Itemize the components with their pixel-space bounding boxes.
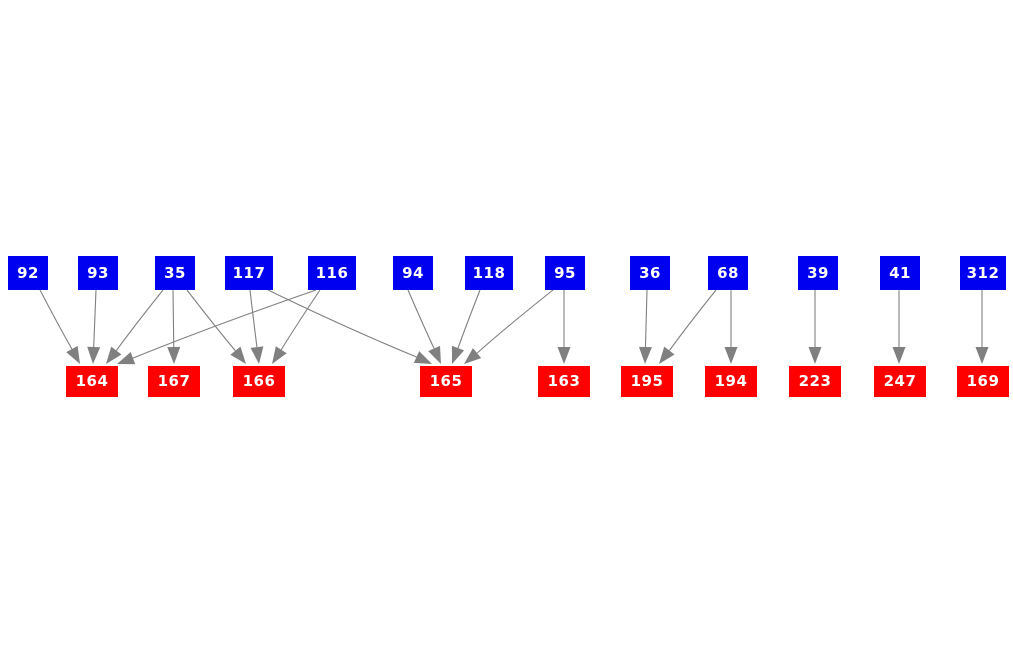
node-label: 35 xyxy=(164,263,186,282)
arrowhead-n36-to-t195 xyxy=(638,346,652,364)
target-node-223[interactable]: 223 xyxy=(789,366,841,397)
source-node-93[interactable]: 93 xyxy=(78,256,118,290)
edge-n35-to-t164 xyxy=(115,289,164,351)
edge-n117-to-t166 xyxy=(249,289,258,348)
arrowhead-n117-to-t166 xyxy=(250,346,264,364)
arrowhead-n35-to-t166 xyxy=(230,346,246,364)
arrowhead-n95-to-t163 xyxy=(557,347,571,364)
node-label: 116 xyxy=(315,263,349,282)
arrowhead-n118-to-t165 xyxy=(451,345,465,364)
arrowhead-n41-to-t247 xyxy=(892,347,906,364)
node-label: 194 xyxy=(714,372,748,390)
edge-n35-to-t166 xyxy=(186,289,236,352)
edge-n116-to-t166 xyxy=(280,289,321,351)
edge-n117-to-t165 xyxy=(267,289,417,358)
source-node-92[interactable]: 92 xyxy=(8,256,48,290)
arrowhead-n68-to-t194 xyxy=(724,347,738,364)
node-label: 164 xyxy=(75,372,109,390)
node-label: 39 xyxy=(807,263,829,282)
source-node-312[interactable]: 312 xyxy=(960,256,1006,290)
arrowhead-n93-to-t164 xyxy=(87,346,101,364)
source-node-39[interactable]: 39 xyxy=(798,256,838,290)
edge-n118-to-t165 xyxy=(457,289,481,349)
arrowhead-n92-to-t164 xyxy=(66,345,80,364)
node-label: 169 xyxy=(966,372,1000,390)
edge-n94-to-t165 xyxy=(407,289,435,349)
source-node-36[interactable]: 36 xyxy=(630,256,670,290)
target-node-247[interactable]: 247 xyxy=(874,366,926,397)
node-label: 166 xyxy=(242,372,276,390)
source-node-117[interactable]: 117 xyxy=(225,256,273,290)
target-node-195[interactable]: 195 xyxy=(621,366,673,397)
arrowhead-n116-to-t166 xyxy=(272,346,287,364)
arrowhead-n94-to-t165 xyxy=(428,345,441,364)
edge-n116-to-t164 xyxy=(132,289,317,359)
node-label: 92 xyxy=(17,263,39,282)
node-label: 36 xyxy=(639,263,661,282)
arrowhead-n116-to-t164 xyxy=(117,351,136,365)
node-label: 118 xyxy=(472,263,506,282)
arrowhead-n68-to-t195 xyxy=(659,346,675,364)
target-node-165[interactable]: 165 xyxy=(420,366,472,397)
node-label: 117 xyxy=(232,263,266,282)
target-node-169[interactable]: 169 xyxy=(957,366,1009,397)
node-label: 223 xyxy=(798,372,832,390)
source-node-95[interactable]: 95 xyxy=(545,256,585,290)
node-label: 165 xyxy=(429,372,463,390)
arrowhead-n39-to-t223 xyxy=(808,347,822,364)
arrowhead-n95-to-t165 xyxy=(464,348,482,364)
node-label: 41 xyxy=(889,263,911,282)
arrowhead-n35-to-t164 xyxy=(106,346,122,364)
target-node-164[interactable]: 164 xyxy=(66,366,118,397)
edge-n68-to-t195 xyxy=(668,289,717,351)
source-node-41[interactable]: 41 xyxy=(880,256,920,290)
target-node-166[interactable]: 166 xyxy=(233,366,285,397)
node-label: 93 xyxy=(87,263,109,282)
node-label: 312 xyxy=(966,263,1000,282)
source-node-116[interactable]: 116 xyxy=(308,256,356,290)
source-node-68[interactable]: 68 xyxy=(708,256,748,290)
target-node-163[interactable]: 163 xyxy=(538,366,590,397)
node-label: 95 xyxy=(554,263,576,282)
source-node-118[interactable]: 118 xyxy=(465,256,513,290)
node-label: 94 xyxy=(402,263,424,282)
target-node-167[interactable]: 167 xyxy=(148,366,200,397)
source-node-94[interactable]: 94 xyxy=(393,256,433,290)
node-label: 195 xyxy=(630,372,664,390)
edge-n93-to-t164 xyxy=(93,289,97,348)
arrowhead-n35-to-t167 xyxy=(167,346,181,364)
source-node-35[interactable]: 35 xyxy=(155,256,195,290)
edge-n36-to-t195 xyxy=(644,289,648,348)
node-label: 247 xyxy=(883,372,917,390)
target-node-194[interactable]: 194 xyxy=(705,366,757,397)
arrowhead-n312-to-t169 xyxy=(975,347,989,364)
node-label: 163 xyxy=(547,372,581,390)
edge-n92-to-t164 xyxy=(39,289,73,350)
edge-n95-to-t165 xyxy=(476,289,554,354)
node-label: 167 xyxy=(157,372,191,390)
arrowhead-n117-to-t165 xyxy=(413,351,432,364)
node-label: 68 xyxy=(717,263,739,282)
edge-n35-to-t167 xyxy=(172,289,175,348)
